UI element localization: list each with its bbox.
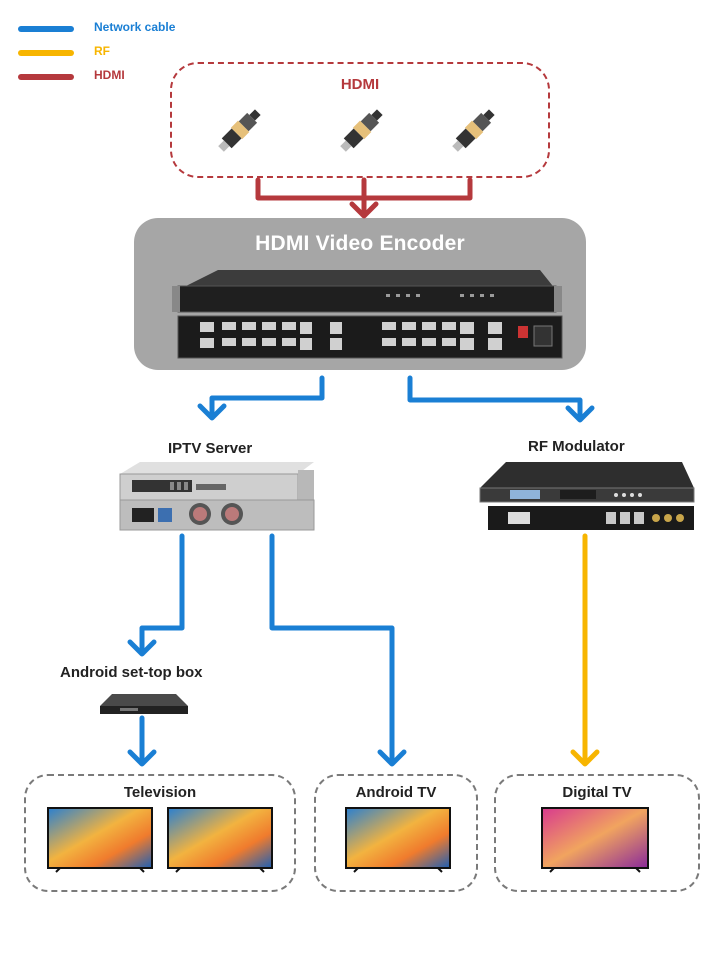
set-top-box-device — [100, 694, 188, 714]
legend-network-swatch — [18, 26, 74, 32]
legend-network-label: Network cable — [94, 20, 176, 34]
iptv-server-device — [119, 462, 315, 531]
network-cable-encoder-to-rf — [407, 375, 583, 421]
encoder-rack-device — [172, 270, 563, 359]
network-arrow-android-tv — [377, 749, 407, 767]
hdmi-plug-icon — [340, 109, 383, 152]
rf-arrow-digital-tv — [570, 749, 600, 767]
network-arrow-stb — [127, 639, 157, 657]
television-title: Television — [123, 784, 197, 801]
network-arrow-rf — [565, 405, 595, 423]
android-tv-group: Android TV — [314, 774, 478, 892]
legend-rf-label: RF — [94, 44, 110, 58]
rf-modulator-device — [479, 462, 695, 530]
tv-television-1 — [47, 807, 153, 873]
encoder-title: HDMI Video Encoder — [255, 232, 465, 255]
digital-tv-group: Digital TV — [494, 774, 700, 892]
hdmi-plug-icon — [218, 109, 261, 152]
network-arrow-tv — [127, 749, 157, 767]
digital-tv-title: Digital TV — [562, 784, 632, 801]
tv-screens — [47, 807, 649, 873]
hdmi-sources-group: HDMI — [170, 62, 550, 178]
network-arrow-iptv — [197, 403, 227, 421]
hdmi-sources-title: HDMI — [340, 76, 380, 93]
legend-hdmi-swatch — [18, 74, 74, 80]
tv-television-2 — [167, 807, 273, 873]
network-cable-iptv-to-android-tv — [269, 533, 395, 765]
network-cables — [127, 375, 595, 767]
tv-digital — [541, 807, 649, 873]
tv-android — [345, 807, 451, 873]
iptv-server-label: IPTV Server — [168, 440, 253, 457]
legend-hdmi-label: HDMI — [94, 68, 125, 82]
hdmi-plug-icon — [452, 109, 495, 152]
hdmi-arrow-head — [349, 201, 379, 219]
rf-modulator-label: RF Modulator — [528, 438, 625, 455]
network-cable-iptv-to-stb — [139, 533, 185, 655]
television-group: Television — [24, 774, 296, 892]
rf-cables — [570, 533, 600, 767]
set-top-box-label: Android set-top box — [60, 664, 203, 681]
legend-rf-swatch — [18, 50, 74, 56]
network-cable-encoder-to-iptv — [209, 375, 325, 419]
hdmi-cables — [255, 177, 473, 219]
android-tv-title: Android TV — [355, 784, 437, 801]
